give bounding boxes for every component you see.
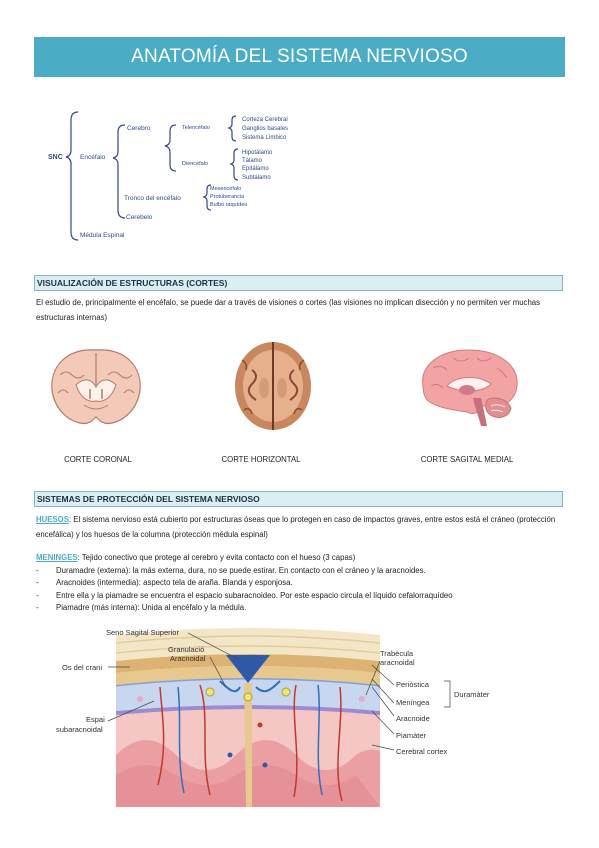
tree-telencefalo: Telencéfalo	[182, 125, 210, 131]
tree-tronco-item: Bulbo raquídeo	[210, 202, 247, 208]
label-cortex: Cerebral cortex	[396, 747, 448, 756]
label-aracnoide: Aracnoide	[396, 714, 430, 723]
label-aracnoidal: Aracnoidal	[170, 654, 206, 663]
page-title: ANATOMÍA DEL SISTEMA NERVIOSO	[34, 37, 565, 77]
tree-tronco-item: Mesencéfalo	[210, 186, 241, 192]
list-item: Aracnoides (intermedia): aspecto tela de…	[36, 577, 566, 590]
label-piamater: Piamàter	[396, 731, 427, 740]
huesos-paragraph: HUESOS: El sistema nervioso está cubiert…	[36, 512, 566, 542]
tree-medula: Médula Espinal	[80, 232, 125, 239]
label-os: Os del crani	[62, 663, 102, 672]
huesos-label: HUESOS	[36, 515, 69, 524]
label-granulacio: Granulació	[168, 645, 204, 654]
tree-cerebelo: Cerebelo	[126, 214, 153, 221]
meninges-list: Duramadre (externa): la más externa, dur…	[36, 565, 566, 614]
tree-tel-item: Corteza Cerebral	[242, 117, 288, 123]
list-item: Entre ella y la piamadre se encuentra el…	[36, 590, 566, 603]
label-espai: Espai	[86, 715, 105, 724]
list-item: Piamadre (más interna): Unida al encéfal…	[36, 602, 566, 615]
huesos-text: : El sistema nervioso está cubierto por …	[36, 515, 556, 539]
section-heading-cortes: VISUALIZACIÓN DE ESTRUCTURAS (CORTES)	[34, 275, 563, 291]
caption-sagittal: CORTE SAGITAL MEDIAL	[420, 455, 514, 464]
coronal-brain-image	[51, 349, 141, 425]
label-periostica: Periòstica	[396, 680, 430, 689]
label-trabecula-aracnoidal: aracnoidal	[380, 658, 415, 667]
horizontal-brain-image	[235, 342, 311, 430]
section-heading-proteccion: SISTEMAS DE PROTECCIÓN DEL SISTEMA NERVI…	[34, 491, 563, 507]
meninges-paragraph: MENINGES: Tejido conectivo que protege a…	[36, 550, 566, 565]
meninges-text: : Tejido conectivo que protege al cerebr…	[77, 553, 356, 562]
tree-encefalo: Encéfalo	[80, 154, 106, 161]
tree-tel-item: Sistema Límbico	[242, 135, 287, 141]
tree-dien-item: Epitálamo	[242, 166, 269, 172]
list-item: Duramadre (externa): la más externa, dur…	[36, 565, 566, 578]
caption-horizontal: CORTE HORIZONTAL	[221, 455, 301, 464]
cortes-text: El estudio de, principalmente el encéfal…	[36, 298, 541, 322]
tree-cerebro: Cerebro	[127, 125, 151, 132]
meninges-diagram: Seno Sagital Superior Granulació Aracnoi…	[56, 628, 490, 807]
label-seno: Seno Sagital Superior	[106, 628, 179, 637]
label-duramater: Duramàter	[454, 690, 490, 699]
tree-tronco-item: Protuberancia	[210, 194, 245, 200]
tree-dien-item: Tálamo	[242, 158, 263, 164]
label-trabecula: Trabècula	[380, 649, 414, 658]
label-meningea: Meníngea	[396, 698, 430, 707]
nervous-system-tree: SNC Encéfalo Cerebro Telencéfalo Corteza…	[48, 111, 288, 241]
tree-tel-item: Ganglios basales	[242, 126, 288, 132]
label-subaracnoidal: subaracnoidal	[56, 725, 103, 734]
tree-diencefalo: Diencéfalo	[182, 161, 208, 167]
tree-tronco: Tronco del encéfalo	[124, 195, 181, 202]
meninges-label: MENINGES	[36, 553, 78, 562]
tree-dien-item: Subtálamo	[242, 175, 271, 181]
sagittal-brain-image	[422, 349, 518, 426]
tree-snc: SNC	[48, 154, 63, 161]
tree-dien-item: Hipotálamo	[242, 150, 273, 156]
caption-coronal: CORTE CORONAL	[64, 455, 132, 464]
